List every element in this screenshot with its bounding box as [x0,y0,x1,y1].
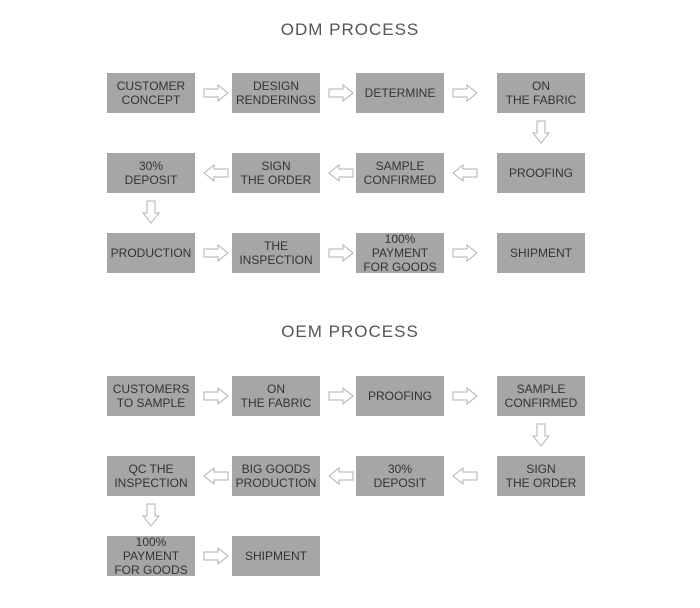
arrow-right-icon [328,244,354,262]
arrow-right-icon [328,84,354,102]
arrow-left-icon [328,164,354,182]
arrow-right-icon [452,387,478,405]
arrow-down-icon [142,503,160,527]
arrow-right-icon [328,387,354,405]
process-step: DESIGN RENDERINGS [232,73,320,113]
process-step: BIG GOODS PRODUCTION [232,456,320,496]
process-step: PROOFING [356,376,444,416]
arrow-right-icon [203,84,229,102]
process-step: CUSTOMERS TO SAMPLE [107,376,195,416]
arrow-right-icon [203,387,229,405]
process-step: 100% PAYMENT FOR GOODS [356,232,444,274]
process-step: PRODUCTION [107,233,195,273]
process-step: ON THE FABRIC [232,376,320,416]
process-title: OEM PROCESS [281,322,419,341]
arrow-left-icon [328,467,354,485]
process-step: SIGN THE ORDER [497,456,585,496]
process-step: THE INSPECTION [232,233,320,273]
process-step: PROOFING [497,153,585,193]
process-title: ODM PROCESS [280,20,420,39]
arrow-left-icon [452,164,478,182]
process-step: QC THE INSPECTION [107,456,195,496]
process-step: DETERMINE [356,73,444,113]
process-step: 30% DEPOSIT [107,153,195,193]
process-step: ON THE FABRIC [497,73,585,113]
process-step: 100% PAYMENT FOR GOODS [107,535,195,577]
process-step: SAMPLE CONFIRMED [497,376,585,416]
arrow-down-icon [532,423,550,447]
arrow-left-icon [452,467,478,485]
arrow-down-icon [532,120,550,144]
process-step: 30% DEPOSIT [356,456,444,496]
process-step: SIGN THE ORDER [232,153,320,193]
process-step: SHIPMENT [232,536,320,576]
arrow-right-icon [452,84,478,102]
arrow-left-icon [203,467,229,485]
arrow-left-icon [203,164,229,182]
process-step: SAMPLE CONFIRMED [356,153,444,193]
arrow-right-icon [203,244,229,262]
arrow-right-icon [452,244,478,262]
process-step: CUSTOMER CONCEPT [107,73,195,113]
process-step: SHIPMENT [497,233,585,273]
arrow-right-icon [203,547,229,565]
arrow-down-icon [142,200,160,224]
